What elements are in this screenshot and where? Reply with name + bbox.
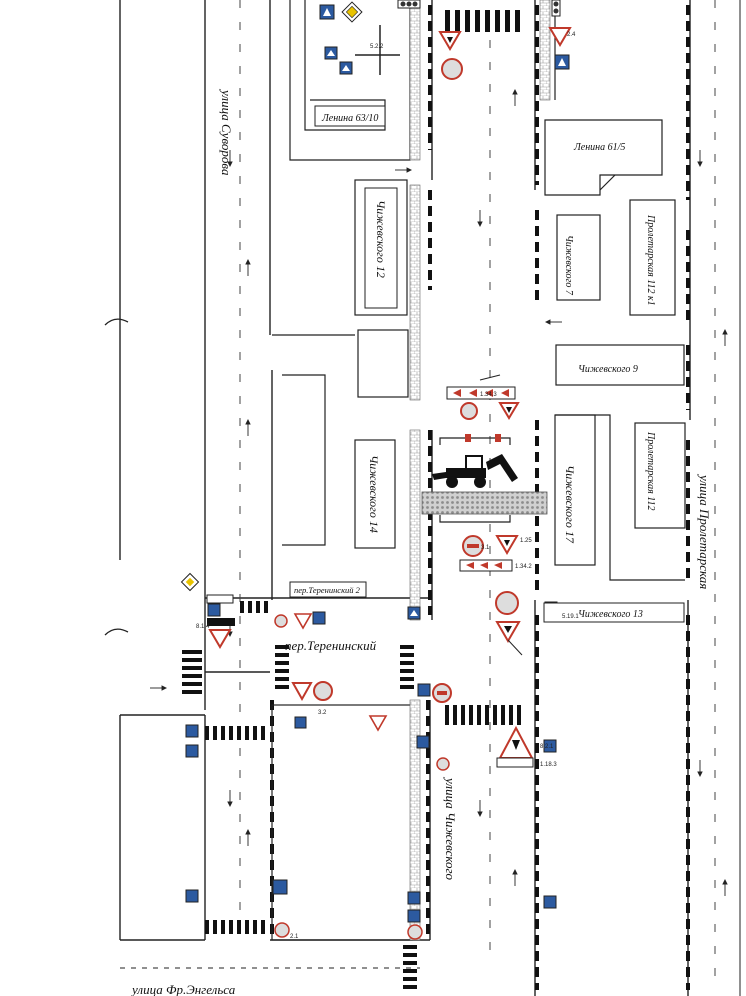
sign-label-3-1: 3.1 xyxy=(481,545,490,551)
sign-label-1-34-3: 1.34.3 xyxy=(480,392,497,398)
crossing-top xyxy=(445,10,520,32)
crossing-engelsa xyxy=(205,920,265,934)
roadworks-sign-icon xyxy=(495,621,521,643)
building-chizhevskogo-17: Чижевского 17 xyxy=(563,465,577,544)
direction-plate-icon xyxy=(206,594,234,604)
road-signs xyxy=(180,0,572,940)
street-chizhevskogo: улица Чижевского xyxy=(443,776,458,881)
excavator-icon xyxy=(432,454,518,488)
pedestrian-crossings xyxy=(182,10,521,989)
roadworks-sign-icon xyxy=(208,629,232,649)
pedestrian-crossing-sign-icon xyxy=(554,54,570,70)
direction-arrows xyxy=(150,88,728,896)
roadworks-sign-icon xyxy=(498,402,520,420)
crossing-suvorova-mid xyxy=(182,650,202,694)
give-way-sign-icon xyxy=(368,715,388,732)
no-entry-sign-icon xyxy=(274,922,290,938)
pedestrian-crossing-sign-icon xyxy=(407,891,421,905)
crossing-chizhevskogo-lower xyxy=(445,705,521,725)
pedestrian-crossing-sign-icon xyxy=(272,879,288,895)
crossing-lane-west xyxy=(275,645,289,689)
street-proletarskaya: улица Пролетарская xyxy=(697,473,712,589)
sign-label-3-2: 3.2 xyxy=(318,710,327,716)
building-labels: Ленина 63/10 Ленина 61/5 Чижевского 12 Ч… xyxy=(289,105,685,623)
crossing-bottom xyxy=(403,945,417,989)
street-tereninsky: пер.Теренинский xyxy=(285,638,377,653)
pedestrian-crossing-sign-icon xyxy=(417,683,431,697)
direction-plate-icon xyxy=(496,757,534,768)
pedestrian-crossing-sign-icon xyxy=(185,744,199,758)
sign-label-8-1-4: 8.1.4 xyxy=(196,624,210,630)
crossing-suvorova-lower xyxy=(205,726,265,740)
roadworks-sign-icon xyxy=(438,31,462,51)
detour-arrows-sign-icon xyxy=(459,559,513,572)
pedestrian-crossing-sign-icon xyxy=(185,724,199,738)
crossing-tereninsky-west xyxy=(240,601,268,613)
pedestrian-crossing-sign-icon xyxy=(185,889,199,903)
building-proletarskaya-112-k1: Пролетарская 112 к1 xyxy=(645,214,656,306)
roadworks-sign-icon xyxy=(495,535,519,555)
yield-sign-icon xyxy=(180,572,200,592)
sign-label-2-1: 2.1 xyxy=(290,934,299,940)
pedestrian-crossing-sign-icon xyxy=(407,909,421,923)
pedestrian-crossing-sign-icon xyxy=(207,603,221,617)
building-chizhevskogo-12: Чижевского 12 xyxy=(374,200,388,278)
pedestrian-crossing-sign-icon xyxy=(407,606,421,620)
no-entry-sign-icon xyxy=(274,614,288,628)
building-chizhevskogo-9: Чижевского 9 xyxy=(578,364,638,375)
sidewalk-strips xyxy=(409,0,551,941)
building-chizhevskogo-14: Чижевского 14 xyxy=(367,455,381,533)
street-engelsa: улица Фр.Энгельса xyxy=(130,982,236,996)
priority-road-sign-icon xyxy=(341,1,363,23)
pedestrian-crossing-sign-icon xyxy=(543,895,557,909)
no-entry-sign-icon xyxy=(432,683,452,703)
sign-label-5-19-1: 5.19.1 xyxy=(562,614,579,620)
no-entry-sign-icon xyxy=(441,58,463,80)
sign-label-5-2-2: 5.2.2 xyxy=(370,44,384,50)
no-entry-sign-icon xyxy=(495,591,519,615)
building-chizhevskogo-7: Чижевского 7 xyxy=(563,235,574,296)
building-proletarskaya-112: Пролетарская 112 xyxy=(645,431,656,511)
no-entry-sign-icon xyxy=(436,757,450,771)
sign-code-labels: 8.1.4 3.2 1.25 3.1 1.34.2 5.19.1 2.1 2.4… xyxy=(196,32,579,940)
pedestrian-crossing-sign-icon xyxy=(416,735,430,749)
building-tereninsky-2: пер.Теренинский 2 xyxy=(294,585,361,595)
no-entry-sign-icon xyxy=(313,681,333,701)
pedestrian-crossing-sign-icon xyxy=(319,4,335,20)
sign-label-1-34-2: 1.34.2 xyxy=(515,564,532,570)
building-lenina-63-10: Ленина 63/10 xyxy=(321,113,378,124)
work-zone xyxy=(421,434,548,523)
sign-label-1-18-3: 1.18.3 xyxy=(540,762,557,768)
pedestrian-crossing-sign-icon xyxy=(339,61,353,75)
give-way-sign-icon xyxy=(548,27,572,47)
pedestrian-crossing-sign-icon xyxy=(543,739,557,753)
street-suvorova: улица Суворова xyxy=(219,88,234,176)
give-way-sign-icon xyxy=(293,613,313,630)
no-entry-sign-icon xyxy=(407,924,423,940)
building-chizhevskogo-13: Чижевского 13 xyxy=(578,609,643,620)
no-entry-sign-icon xyxy=(462,535,484,557)
traffic-light-icon xyxy=(551,0,561,17)
binder-marks xyxy=(104,318,129,636)
signal-pole-icon xyxy=(355,25,400,75)
no-entry-sign-icon xyxy=(460,402,478,420)
pedestrian-crossing-sign-icon xyxy=(312,611,326,625)
sign-label-8-2-1: 8.2.1 xyxy=(540,744,554,750)
traffic-light-icon xyxy=(397,0,421,9)
crossing-lane-east xyxy=(400,645,414,689)
centre-lines xyxy=(239,0,716,990)
street-labels: улица Суворова улица Пролетарская улица … xyxy=(130,88,712,996)
building-lenina-61-5: Ленина 61/5 xyxy=(573,142,625,153)
pedestrian-crossing-sign-icon xyxy=(294,716,307,729)
sign-label-2-4: 2.4 xyxy=(567,32,576,38)
sign-label-1-25: 1.25 xyxy=(520,538,532,544)
roadworks-sign-icon xyxy=(498,725,534,759)
roadworks-sign-icon xyxy=(291,682,313,702)
direction-plate-icon xyxy=(207,618,235,626)
detour-arrows-sign-icon xyxy=(446,386,516,400)
pedestrian-crossing-sign-icon xyxy=(324,46,338,60)
